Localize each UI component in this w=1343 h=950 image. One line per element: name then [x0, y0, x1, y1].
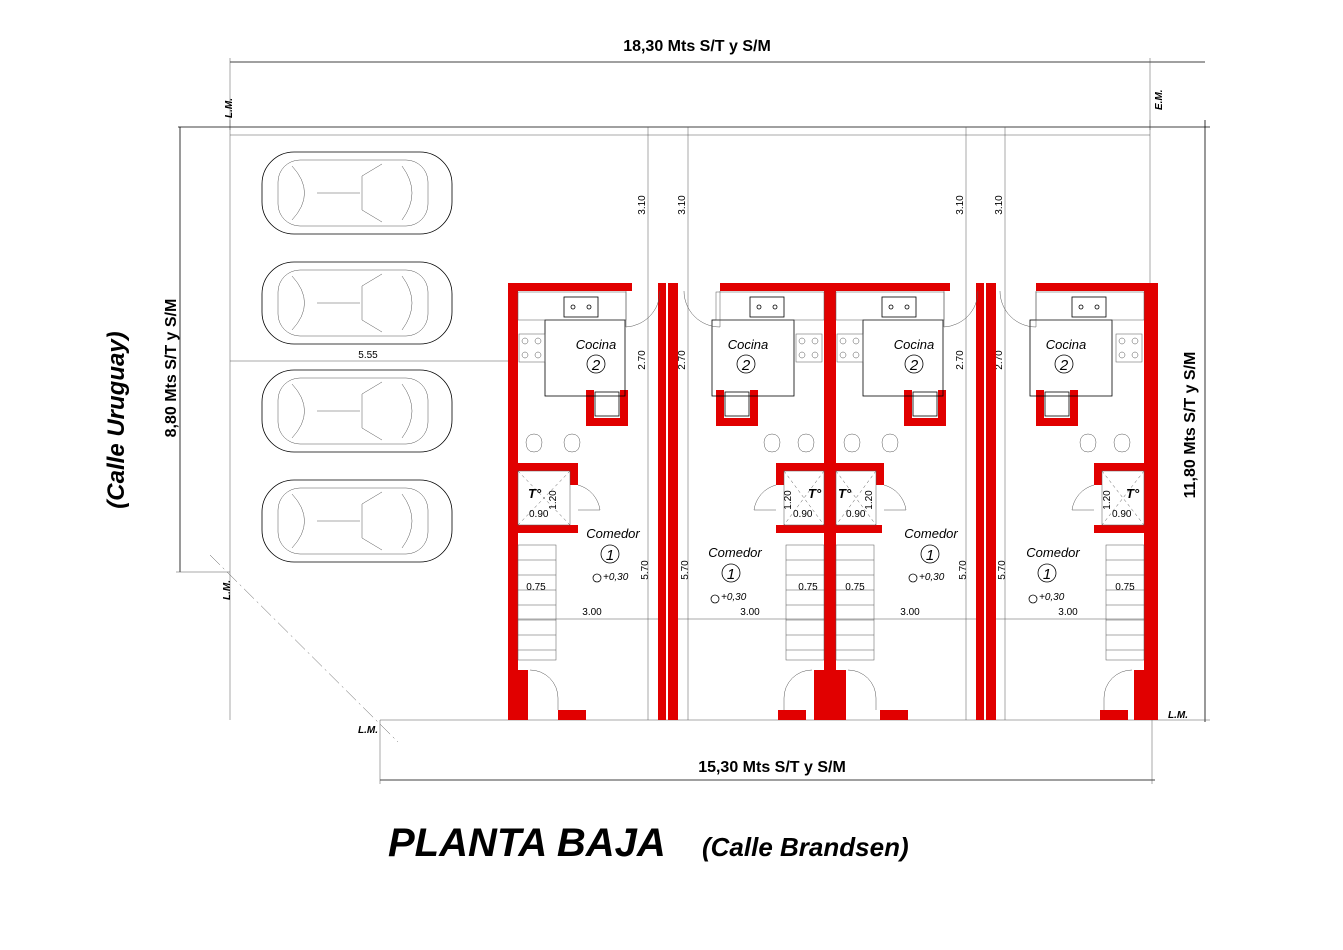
- bath-label: T°: [808, 486, 822, 501]
- car-1: [261, 151, 453, 235]
- kitchen-number: 2: [591, 357, 601, 374]
- plan-subtitle: (Calle Brandsen): [702, 832, 909, 862]
- level-label: +0,30: [721, 592, 747, 603]
- width-label: 3.00: [1058, 607, 1078, 618]
- kitchen-label: Cocina: [1046, 337, 1086, 352]
- kitchen-number: 2: [909, 357, 919, 374]
- width-label: 3.00: [740, 607, 760, 618]
- dining-label: Comedor: [904, 526, 958, 541]
- kitchen-label: Cocina: [576, 337, 616, 352]
- chamfer-line: [209, 554, 399, 743]
- lm-marker-left: L.M.: [222, 580, 233, 600]
- car-2: [261, 261, 453, 345]
- parking-cars: [261, 151, 453, 563]
- car-4: [261, 479, 453, 563]
- kitchen-number: 2: [741, 357, 751, 374]
- dining-number: 1: [727, 566, 735, 583]
- dining-number: 1: [926, 547, 934, 564]
- kitchen-number: 2: [1059, 357, 1069, 374]
- width-label: 3.00: [900, 607, 920, 618]
- setback-label-1: 3.10: [637, 195, 648, 215]
- left-dimension-label: 8,80 Mts S/T y S/M: [163, 299, 180, 438]
- bath-height-label: 1.20: [548, 490, 559, 510]
- level-label: +0,30: [1039, 592, 1065, 603]
- dining-depth-label-3: 5.70: [958, 560, 969, 580]
- dining-label: Comedor: [1026, 545, 1080, 560]
- right-dimension-label: 11,80 Mts S/T y S/M: [1182, 352, 1199, 499]
- parking-depth-label: 5.55: [358, 350, 378, 361]
- lm-marker-top: L.M.: [224, 98, 235, 118]
- kitchen-label: Cocina: [728, 337, 768, 352]
- level-label: +0,30: [919, 572, 945, 583]
- street-left-label: (Calle Uruguay): [103, 331, 130, 508]
- housing-units: Cocina 2 T° 0.90 1.20 Comedor 1 +0,30 0.…: [508, 283, 1158, 720]
- width-label: 3.00: [582, 607, 602, 618]
- top-dimension-label: 18,30 Mts S/T y S/M: [623, 38, 771, 55]
- bath-label: T°: [838, 486, 852, 501]
- stair-width-label: 0.75: [1115, 582, 1135, 593]
- level-label: +0,30: [603, 572, 629, 583]
- left-dimension: 8,80 Mts S/T y S/M: [163, 127, 230, 573]
- dining-depth-label-1: 5.70: [640, 560, 651, 580]
- unit-2: Cocina 2 T° 0.90 1.20 Comedor 1 +0,30 0.…: [668, 283, 834, 720]
- dining-depth-label-2: 5.70: [680, 560, 691, 580]
- plan-title: PLANTA BAJA: [388, 821, 666, 865]
- stair-width-label: 0.75: [845, 582, 865, 593]
- bath-width-label: 0.90: [846, 509, 866, 520]
- lm-marker-bottom-left: L.M.: [358, 725, 378, 736]
- right-dimension: 11,80 Mts S/T y S/M: [1182, 120, 1206, 722]
- stair-width-label: 0.75: [798, 582, 818, 593]
- bath-width-label: 0.90: [793, 509, 813, 520]
- setback-label-2: 3.10: [677, 195, 688, 215]
- kitchen-depth-label-3: 2.70: [955, 350, 966, 370]
- unit-3: Cocina 2 T° 0.90 1.20 Comedor 1 +0,30 0.…: [826, 283, 984, 720]
- bath-label: T°: [1126, 486, 1140, 501]
- bath-label: T°: [528, 486, 542, 501]
- kitchen-label: Cocina: [894, 337, 934, 352]
- dining-number: 1: [1043, 566, 1051, 583]
- bath-width-label: 0.90: [1112, 509, 1132, 520]
- setback-label-3: 3.10: [955, 195, 966, 215]
- bath-width-label: 0.90: [529, 509, 549, 520]
- car-3: [261, 369, 453, 453]
- unit-1: Cocina 2 T° 0.90 1.20 Comedor 1 +0,30 0.…: [508, 283, 666, 720]
- dining-depth-label-4: 5.70: [997, 560, 1008, 580]
- dining-number: 1: [606, 547, 614, 564]
- top-dimension: 18,30 Mts S/T y S/M: [229, 38, 1205, 130]
- dining-label: Comedor: [708, 545, 762, 560]
- bath-height-label: 1.20: [864, 490, 875, 510]
- bath-height-label: 1.20: [1102, 490, 1113, 510]
- bath-height-label: 1.20: [783, 490, 794, 510]
- em-marker-top: E.M.: [1154, 89, 1165, 110]
- lm-marker-bottom-right: L.M.: [1168, 710, 1188, 721]
- setback-lines: 3.10 3.10 3.10 3.10 2.70 2.70 2.70 2.70 …: [637, 127, 1008, 720]
- unit-4: Cocina 2 T° 0.90 1.20 Comedor 1 +0,30 0.…: [986, 283, 1158, 720]
- stair-width-label: 0.75: [526, 582, 546, 593]
- bottom-dimension-label: 15,30 Mts S/T y S/M: [698, 759, 846, 776]
- dining-label: Comedor: [586, 526, 640, 541]
- setback-label-4: 3.10: [994, 195, 1005, 215]
- kitchen-depth-label-4: 2.70: [994, 350, 1005, 370]
- bottom-dimension: 15,30 Mts S/T y S/M: [379, 719, 1210, 784]
- kitchen-depth-label-2: 2.70: [677, 350, 688, 370]
- kitchen-depth-label-1: 2.70: [637, 350, 648, 370]
